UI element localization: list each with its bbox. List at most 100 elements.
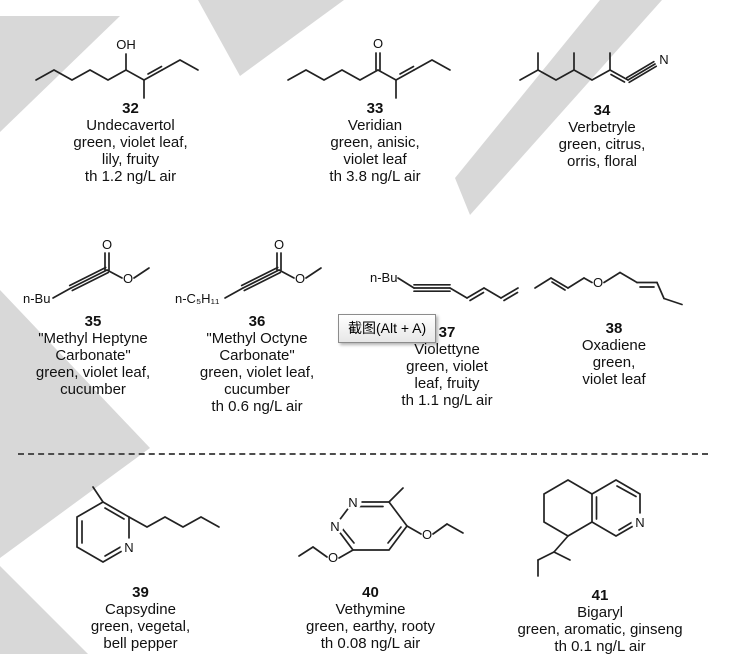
atom-label-mask [120,538,137,556]
odor-description: green, earthy, rooty [306,618,435,635]
bond-lines [519,52,658,84]
pyrimidine-nitrogen-label: N [330,519,339,534]
carbonyl-oxygen-label: O [101,238,111,252]
molecule-structure-40: N N O O [297,487,464,565]
compound-caption: 38 Oxadiene green, violet leaf [528,320,700,388]
compound-caption: 37 Violettyne green, violet leaf, fruity… [366,324,528,409]
compound-name: Verbetryle [568,119,636,136]
odor-description: green, citrus, [558,136,646,153]
odor-description: orris, floral [566,153,637,170]
pyrimidine-nitrogen-label: N [348,495,357,510]
compound-caption: 35 "Methyl Heptyne Carbonate" green, vio… [18,313,168,398]
compound-number: 32 [122,100,139,117]
odor-threshold: th 0.1 ng/L air [554,638,646,654]
compound-name: "Methyl Octyne [206,330,308,347]
odor-description: violet leaf [582,371,646,388]
molecule-structure-34: N [519,52,669,84]
compound-name: "Methyl Heptyne [38,330,148,347]
bond-lines [534,271,683,306]
bond-lines [537,479,641,577]
compound-caption: 39 Capsydine green, vegetal, bell pepper [38,584,243,652]
bond-lines [397,277,519,302]
ethoxy-oxygen-label: O [327,550,337,565]
hydroxyl-atom-label: OH [116,37,136,52]
odor-description: green, vegetal, [90,618,191,635]
bond-lines [51,252,150,299]
compound-41: N 41 Bigaryl green, aromatic, ginseng th… [505,464,695,654]
compound-number: 38 [605,320,623,337]
n-butyl-group-label: n-Bu [370,270,397,285]
compound-caption: 32 Undecavertol green, violet leaf, lily… [28,100,233,185]
compound-number: 34 [593,102,611,119]
compound-name: Carbonate" [219,347,295,364]
compound-name: Capsydine [105,601,176,618]
molecule-structure-36: n-C₅H₁₁ O O [175,238,322,306]
compound-caption: 36 "Methyl Octyne Carbonate" green, viol… [172,313,342,415]
dashed-divider [18,453,708,455]
compound-number: 33 [366,100,384,117]
pyridine-nitrogen-label: N [124,540,133,555]
bond-lines [297,487,464,559]
ester-oxygen-label: O [122,271,132,286]
screenshot-tooltip-text: 截图(Alt + A) [348,320,427,336]
compound-name: Undecavertol [86,117,175,134]
n-pentyl-group-label: n-C₅H₁₁ [175,291,220,306]
odor-description: bell pepper [103,635,178,652]
compound-34: N 34 Verbetryle green, citrus, orris, fl… [512,22,692,170]
odor-description: cucumber [60,381,126,398]
screenshot-tooltip: 截图(Alt + A) [338,314,437,343]
molecule-structure-35: n-Bu O O [23,238,150,306]
pyridine-nitrogen-label: N [635,515,644,530]
compound-number: 39 [132,584,149,601]
compound-caption: 34 Verbetryle green, citrus, orris, flor… [512,102,692,170]
compound-number: 41 [591,587,609,604]
odor-description: green, [592,354,636,371]
ethoxy-oxygen-label: O [421,527,431,542]
odor-description: cucumber [224,381,290,398]
odor-threshold: th 0.08 ng/L air [320,635,421,652]
compound-37: n-Bu 37 Violettyne green, violet leaf, f… [366,262,528,409]
bond-lines [35,53,199,99]
compound-name: Vethymine [335,601,406,618]
odor-description: green, anisic, [330,134,420,151]
compound-name: Oxadiene [581,337,647,354]
compound-40: N N O O 40 Vethymine green, earthy, root… [268,478,473,652]
compound-35: n-Bu O O 35 "Methyl Heptyne Carbonate" g… [18,238,168,398]
compound-number: 35 [84,313,102,330]
compound-number: 40 [362,584,379,601]
bond-lines [287,52,451,99]
molecule-structure-33: O [287,36,451,99]
compound-36: n-C₅H₁₁ O O 36 "Methyl Octyne Carbonate"… [172,238,342,415]
compound-name: Veridian [347,117,403,134]
compound-name: Bigaryl [577,604,623,621]
nitrile-nitrogen-label: N [659,52,668,67]
atom-label-mask [344,493,361,511]
compound-39: N 39 Capsydine green, vegetal, bell pepp… [38,480,243,652]
compound-32: OH 32 Undecavertol green, violet leaf, l… [28,20,233,185]
carbonyl-oxygen-label: O [373,36,383,51]
odor-description: lily, fruity [101,151,160,168]
compound-name: Violettyne [414,341,480,358]
odor-description: green, violet leaf, [73,134,188,151]
bond-lines [75,486,220,563]
molecule-structure-37: n-Bu [370,270,519,302]
odor-description: green, aromatic, ginseng [517,621,683,638]
odor-threshold: th 1.1 ng/L air [401,392,493,409]
molecule-structure-39: N [75,486,220,563]
molecule-structure-32: OH [35,37,199,99]
compound-38: O 38 Oxadiene green, violet leaf [528,252,700,388]
bond-lines [224,252,322,299]
compound-caption: 41 Bigaryl green, aromatic, ginseng th 0… [505,587,695,654]
molecule-structure-41: N [537,479,649,577]
compound-name: Carbonate" [55,347,131,364]
carbonyl-oxygen-label: O [274,238,284,252]
ester-oxygen-label: O [295,271,305,286]
ether-oxygen-label: O [593,275,603,290]
odor-description: green, violet leaf, [35,364,151,381]
odor-description: violet leaf [343,151,407,168]
odor-description: leaf, fruity [414,375,480,392]
compound-caption: 40 Vethymine green, earthy, rooty th 0.0… [268,584,473,652]
compound-number: 37 [438,324,456,341]
odor-threshold: th 0.6 ng/L air [211,398,303,415]
